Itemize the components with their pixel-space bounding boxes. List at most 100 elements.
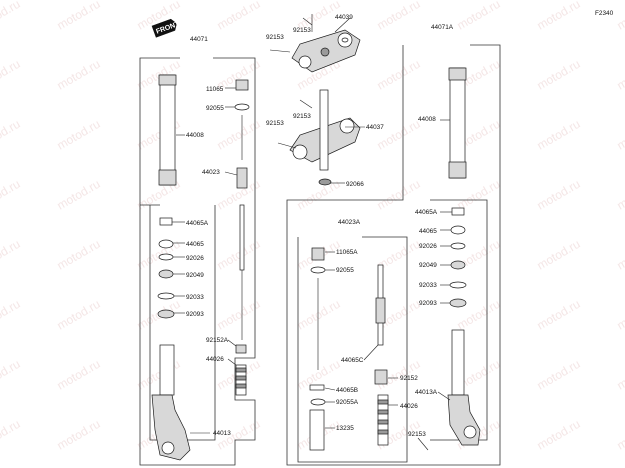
label-92055a: 92055A: [336, 399, 359, 406]
watermark-text: motod.ru: [535, 0, 583, 33]
watermark-text: motod.ru: [55, 237, 103, 273]
label-92093-right: 92093: [419, 300, 437, 307]
watermark-text: motod.ru: [535, 297, 583, 333]
label-92055-center: 92055: [336, 267, 354, 274]
right-outer-tube: [448, 67, 467, 179]
label-44065c: 44065C: [341, 357, 364, 364]
watermark-text: motod.ru: [375, 57, 423, 93]
label-92033-left: 92033: [186, 294, 204, 301]
watermark-text: motod.ru: [55, 417, 103, 453]
label-92093-left: 92093: [186, 311, 204, 318]
left-cap-and-rod: [234, 79, 250, 340]
watermark-text: motod.ru: [615, 237, 625, 273]
watermark-text: motod.ru: [55, 357, 103, 393]
label-92049-left: 92049: [186, 272, 204, 279]
right-fork-frame: [286, 44, 501, 466]
watermark-text: motod.ru: [0, 357, 23, 393]
label-92055-left: 92055: [206, 105, 224, 112]
watermark-text: motod.ru: [0, 237, 23, 273]
watermark-text: motod.ru: [0, 417, 23, 453]
label-92153-top-left: 92153: [266, 34, 284, 41]
label-92152a: 92152A: [206, 337, 229, 344]
label-92153-mid-right: 92153: [293, 113, 311, 120]
watermark-text: motod.ru: [0, 177, 23, 213]
label-13235: 13235: [336, 425, 354, 432]
upper-triple-clamp: [291, 29, 361, 73]
label-44026-right: 44026: [400, 403, 418, 410]
part-labels: 44039 92153 92153 92153 92153 44037 9206…: [186, 14, 454, 438]
label-92049-right: 92049: [419, 262, 437, 269]
label-92033-right: 92033: [419, 282, 437, 289]
label-44065-left: 44065: [186, 241, 204, 248]
watermark-text: motod.ru: [615, 417, 625, 453]
lower-triple-clamp: [289, 89, 361, 186]
watermark-text: motod.ru: [535, 237, 583, 273]
left-spring: [235, 344, 247, 396]
label-44023a: 44023A: [338, 219, 361, 226]
watermark-text: motod.ru: [215, 0, 263, 33]
label-44065a-right: 44065A: [415, 209, 438, 216]
label-92152: 92152: [400, 375, 418, 382]
label-44065a-left: 44065A: [186, 220, 209, 227]
label-92153-bottom: 92153: [408, 431, 426, 438]
label-44065-right: 44065: [419, 228, 437, 235]
watermark-text: motod.ru: [615, 357, 625, 393]
right-inner-tube-and-axle-holder: [447, 329, 481, 446]
label-44071a: 44071A: [431, 24, 454, 31]
watermark-text: motod.ru: [375, 177, 423, 213]
label-44039: 44039: [335, 14, 353, 21]
left-fork-frame: [139, 57, 256, 466]
watermark-text: motod.ru: [55, 177, 103, 213]
watermark-text: motod.ru: [0, 297, 23, 333]
watermark-text: motod.ru: [295, 297, 343, 333]
label-44071: 44071: [190, 36, 208, 43]
watermark-text: motod.ru: [135, 357, 183, 393]
watermark-text: motod.ru: [455, 177, 503, 213]
label-92026-left: 92026: [186, 255, 204, 262]
label-92026-right: 92026: [419, 243, 437, 250]
watermark-text: motod.ru: [375, 117, 423, 153]
label-44013: 44013: [213, 430, 231, 437]
label-92153-mid-left: 92153: [266, 120, 284, 127]
watermark-text: motod.ru: [615, 117, 625, 153]
label-11065a: 11065A: [336, 249, 358, 256]
label-44013a: 44013A: [415, 389, 438, 396]
watermark-text: motod.ru: [55, 0, 103, 33]
watermark-text: motod.ru: [55, 57, 103, 93]
watermark-text: motod.ru: [535, 417, 583, 453]
label-44008-right: 44008: [418, 116, 436, 123]
diagram-code: F2340: [595, 10, 614, 17]
watermark-text: motod.ru: [615, 57, 625, 93]
watermark-text: motod.ru: [535, 57, 583, 93]
watermark-text: motod.ru: [135, 237, 183, 273]
watermark-text: motod.ru: [615, 0, 625, 33]
watermark-text: motod.ru: [455, 0, 503, 33]
watermark-text: motod.ru: [615, 177, 625, 213]
left-inner-tube-and-axle-holder: [151, 344, 191, 461]
right-lower-bracket: [430, 199, 488, 441]
left-bushings-and-seals: [157, 217, 175, 319]
label-11065: 11065: [206, 86, 224, 93]
label-44037: 44037: [366, 124, 384, 131]
watermark-text: motod.ru: [55, 297, 103, 333]
watermark-text: motod.ru: [0, 117, 23, 153]
watermark-text: motod.ru: [375, 0, 423, 33]
label-44023: 44023: [202, 169, 220, 176]
left-outer-tube: [158, 74, 177, 186]
label-44065b: 44065B: [336, 387, 358, 394]
label-92066: 92066: [346, 181, 364, 188]
watermark-text: motod.ru: [535, 177, 583, 213]
watermark-text: motod.ru: [535, 117, 583, 153]
watermark-text: motod.ru: [535, 357, 583, 393]
watermark-text: motod.ru: [295, 177, 343, 213]
watermark-text: motod.ru: [0, 57, 23, 93]
watermark-text: motod.ru: [0, 0, 23, 33]
right-bushings-and-seals: [449, 207, 467, 308]
label-44008-left: 44008: [186, 132, 204, 139]
watermark-text: motod.ru: [615, 297, 625, 333]
watermark-text: motod.ru: [55, 117, 103, 153]
label-44026-left: 44026: [206, 356, 224, 363]
right-damper-cartridge: [309, 247, 389, 451]
label-92153-top-right: 92153: [293, 27, 311, 34]
